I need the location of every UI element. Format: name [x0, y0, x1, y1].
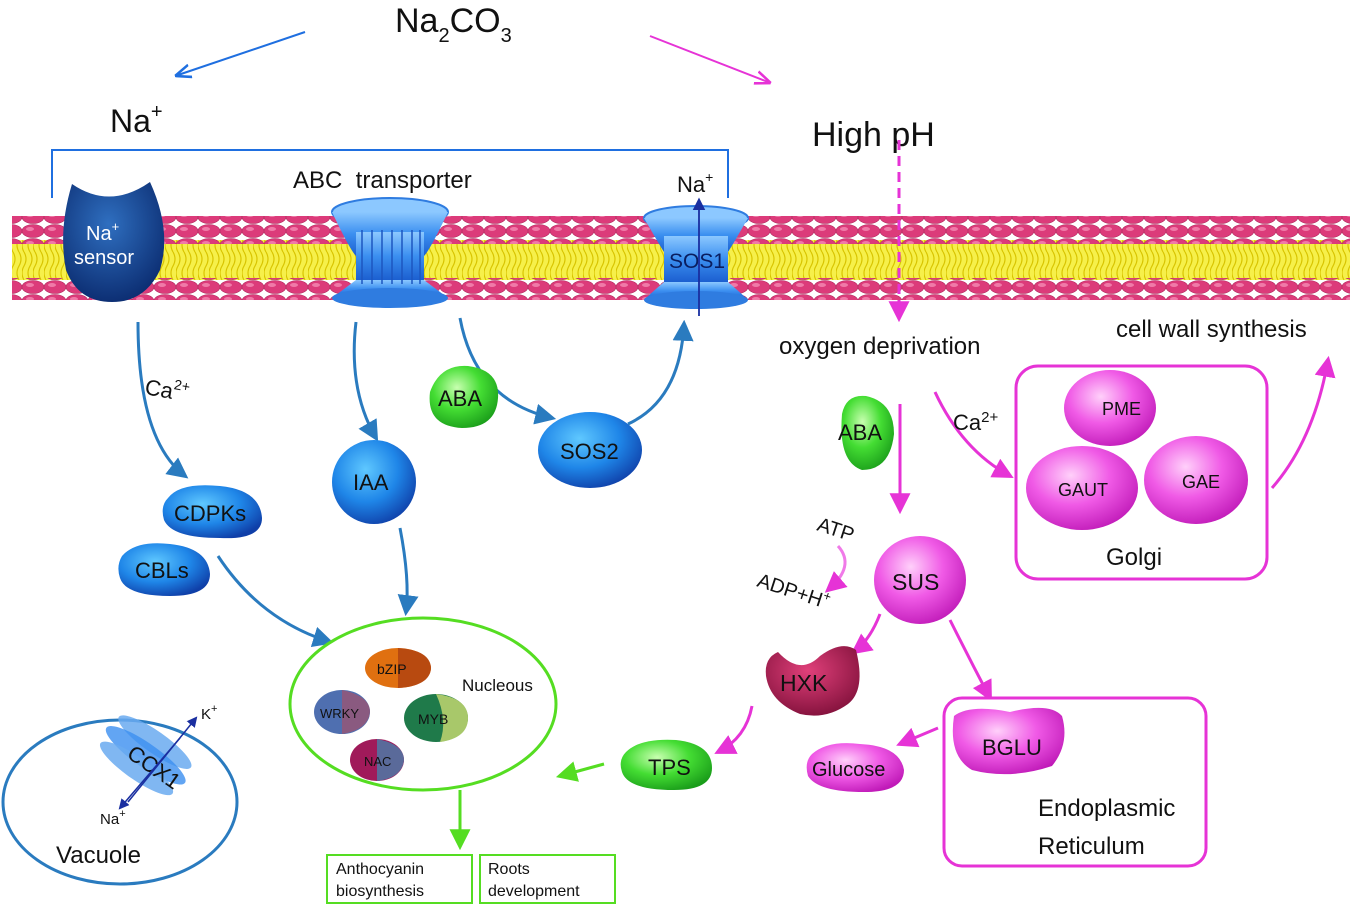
arrow-abc-to-iaa: [352, 321, 379, 442]
tf-myb: MYB: [404, 694, 468, 742]
k-label: K+: [201, 703, 217, 723]
endoplasmic-reticulum: BGLU Endoplasmic Reticulum: [942, 696, 1208, 868]
atp-curve-arrow: [824, 544, 848, 593]
high-ph-label: High pH: [812, 116, 935, 154]
golgi: PME GAUT GAE Golgi: [1014, 364, 1269, 581]
sensor-label: sensor: [74, 247, 134, 269]
sos1-transporter: SOS1: [643, 197, 749, 316]
bglu-enzyme: BGLU: [952, 707, 1065, 775]
ccx1-channel: [99, 715, 192, 796]
svg-text:SOS2: SOS2: [560, 439, 619, 464]
na-bracket: [51, 149, 729, 198]
er-line2: Reticulum: [1038, 833, 1145, 860]
tf-bzip: bZIP: [365, 648, 431, 688]
tps-node: TPS: [620, 739, 712, 790]
output-roots: Roots development: [479, 854, 616, 904]
tf-nac: NAC: [350, 739, 404, 781]
tf-wrky: WRKY: [314, 690, 370, 734]
svg-text:PME: PME: [1102, 399, 1141, 419]
arrow-hxk-to-tps: [714, 705, 754, 754]
nucleus-label: Nucleous: [462, 676, 533, 695]
sos1-na-label: Na+: [677, 169, 713, 197]
oxygen-deprivation-label: oxygen deprivation: [779, 333, 980, 360]
na-ion-label: Na+: [110, 101, 163, 139]
svg-text:BGLU: BGLU: [982, 735, 1042, 760]
svg-text:development: development: [488, 883, 580, 900]
svg-text:IAA: IAA: [353, 470, 389, 495]
svg-text:HXK: HXK: [780, 670, 828, 696]
svg-text:Anthocyanin: Anthocyanin: [336, 861, 424, 878]
arrow-tps-to-nucleus: [555, 761, 605, 782]
hxk-node: HXK: [765, 646, 860, 716]
sos2-node: SOS2: [538, 412, 642, 488]
svg-text:Roots: Roots: [488, 861, 530, 878]
arrow-sus-to-er: [948, 619, 992, 702]
vacuole-label: Vacuole: [56, 842, 141, 869]
na-arrow: [118, 737, 181, 810]
pme-enzyme: PME: [1064, 370, 1156, 446]
abc-transporter-label: ABC transporter: [293, 167, 472, 194]
abc-transporter: [331, 197, 449, 308]
svg-text:NAC: NAC: [364, 754, 391, 769]
svg-text:CDPKs: CDPKs: [174, 501, 246, 526]
atp-label: ATP: [814, 514, 856, 546]
cell-wall-synthesis-label: cell wall synthesis: [1116, 316, 1307, 343]
nucleus: Nucleous bZIP WRKY MYB NAC: [288, 616, 558, 792]
arrow-sos2-to-sos1: [627, 319, 694, 426]
svg-text:ABA: ABA: [438, 386, 482, 411]
arrow-oxygen-to-golgi: [933, 391, 1014, 479]
ca-label-right: Ca2+: [953, 409, 998, 435]
svg-text:ABA: ABA: [838, 420, 882, 445]
arrow-to-high-ph: [649, 35, 768, 82]
arrow-bglu-to-glucose: [896, 726, 939, 748]
aba-right: ABA: [838, 395, 894, 470]
arrow-to-na: [178, 31, 306, 75]
svg-text:Glucose: Glucose: [812, 759, 885, 781]
arrow-golgi-to-cellwall: [1270, 355, 1336, 489]
svg-text:WRKY: WRKY: [320, 706, 359, 721]
ca-label-left: Ca2+: [143, 371, 191, 406]
svg-text:MYB: MYB: [418, 711, 448, 727]
arrow-cdpks-to-nucleus: [216, 555, 335, 647]
glucose-node: Glucose: [806, 743, 904, 792]
cbls-node: CBLs: [118, 543, 210, 596]
vacuole: CCX1 K+ Na+ Vacuole: [1, 703, 239, 886]
svg-text:GAUT: GAUT: [1058, 480, 1108, 500]
arrow-sus-to-hxk: [850, 613, 882, 655]
sos1-label: SOS1: [669, 250, 725, 273]
output-anthocyanin: Anthocyanin biosynthesis: [326, 854, 473, 904]
sensor-na: Na+: [86, 219, 119, 245]
arrow-sensor-to-cdpks: [136, 321, 189, 479]
adp-label: ADP+H+: [754, 567, 833, 614]
svg-text:SUS: SUS: [892, 569, 939, 595]
compound-na2co3: Na2CO3: [395, 2, 512, 47]
svg-text:CBLs: CBLs: [135, 558, 189, 583]
svg-text:bZIP: bZIP: [377, 661, 407, 677]
na-label-vacuole: Na+: [100, 808, 126, 828]
svg-text:TPS: TPS: [648, 755, 691, 780]
er-line1: Endoplasmic: [1038, 795, 1175, 822]
cdpks-node: CDPKs: [162, 485, 262, 539]
gaut-enzyme: GAUT: [1026, 446, 1138, 530]
golgi-label: Golgi: [1106, 544, 1162, 571]
arrow-iaa-to-nucleus: [397, 527, 419, 617]
na-sensor: Na+ sensor: [63, 182, 165, 302]
sus-node: SUS: [874, 536, 966, 624]
svg-text:GAE: GAE: [1182, 472, 1220, 492]
gae-enzyme: GAE: [1144, 436, 1248, 524]
iaa-node: IAA: [332, 440, 416, 524]
aba-left: ABA: [429, 365, 499, 428]
svg-text:biosynthesis: biosynthesis: [336, 883, 424, 900]
